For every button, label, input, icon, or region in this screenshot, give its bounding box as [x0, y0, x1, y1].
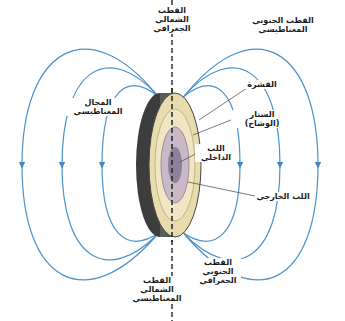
part-label: الستار (الوشاح): [231, 110, 293, 128]
part-label: اللب الداخلي: [195, 144, 237, 162]
part-label: القطب الجنوبي المغناطيسي: [237, 16, 329, 34]
part-label: القطب الجنوبي الجغرافي: [195, 258, 241, 286]
part-label: القطب الشمالي الجغرافي: [149, 6, 195, 34]
part-label: المجال المغناطيسي: [65, 98, 131, 116]
part-label: اللب الخارجي: [255, 192, 311, 201]
part-label: القطب الشمالي المغناطيسي: [131, 276, 183, 304]
part-label: القشرة: [241, 80, 283, 89]
